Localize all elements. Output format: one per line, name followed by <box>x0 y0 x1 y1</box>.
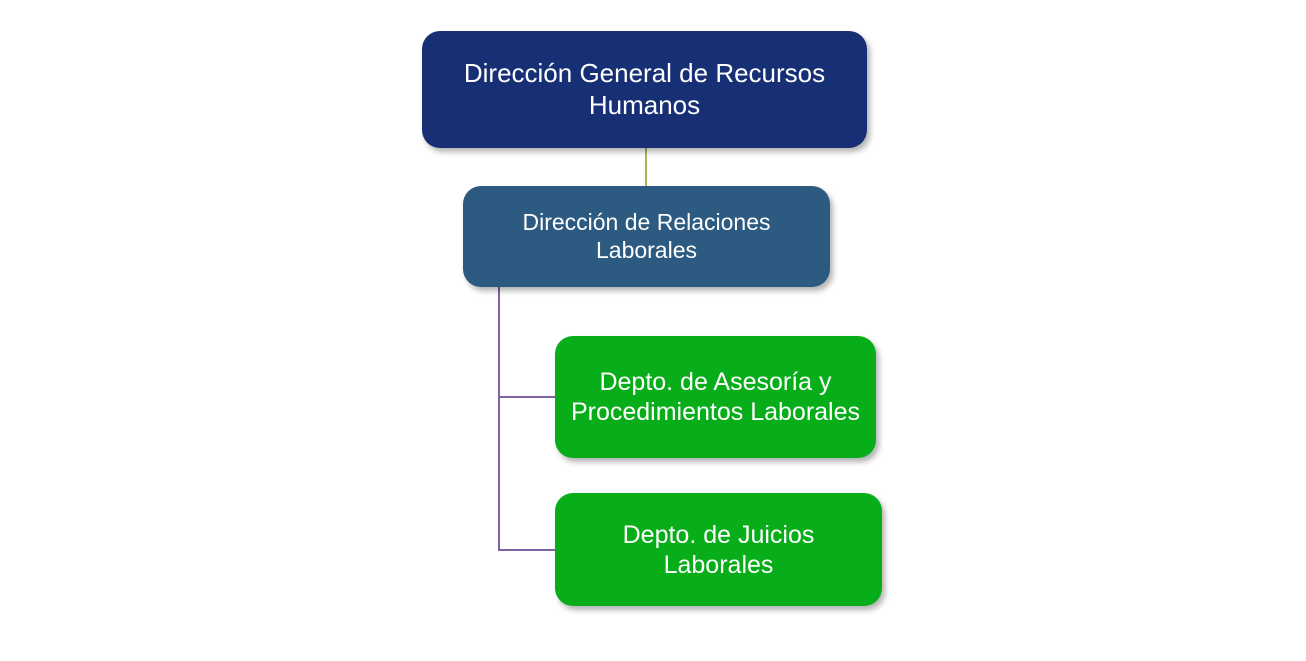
connector-level2-trunk <box>498 287 500 551</box>
node-child2[interactable]: Depto. de Juicios Laborales <box>555 493 882 606</box>
node-level2-label: Dirección de Relaciones Laborales <box>522 208 771 263</box>
node-child2-label: Depto. de Juicios Laborales <box>622 520 815 579</box>
node-child1-label: Depto. de Asesoría y Procedimientos Labo… <box>570 368 861 426</box>
node-root-label: Dirección General de Recursos Humanos <box>463 58 826 120</box>
node-root[interactable]: Dirección General de Recursos Humanos <box>422 31 867 148</box>
connector-root-level2 <box>645 148 647 186</box>
node-child1[interactable]: Depto. de Asesoría y Procedimientos Labo… <box>555 336 876 458</box>
connector-child1 <box>498 396 556 398</box>
node-level2[interactable]: Dirección de Relaciones Laborales <box>463 186 830 287</box>
connector-child2 <box>498 549 556 551</box>
